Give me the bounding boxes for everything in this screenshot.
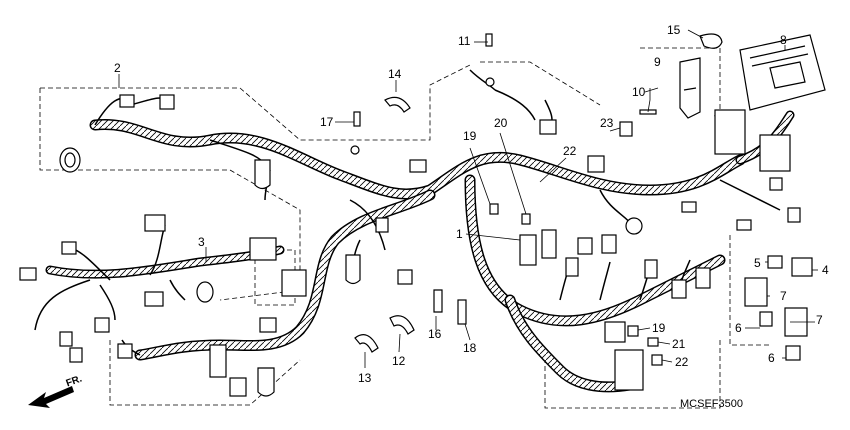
callout-15: 15 — [667, 23, 681, 37]
callout-23: 23 — [600, 116, 614, 130]
callout-13: 13 — [358, 371, 372, 385]
callout-19a: 19 — [463, 129, 477, 143]
callout-20: 20 — [494, 116, 508, 130]
bracket — [679, 57, 701, 119]
front-direction-indicator: FR. — [26, 373, 86, 406]
callout-6b: 6 — [768, 351, 775, 365]
branch-wires — [34, 69, 781, 356]
callout-14: 14 — [388, 67, 402, 81]
front-direction-label: FR. — [64, 373, 84, 390]
callout-12: 12 — [392, 354, 406, 368]
callout-7b: 7 — [816, 313, 823, 327]
callout-10: 10 — [632, 85, 646, 99]
callout-1: 1 — [456, 227, 463, 241]
callout-4: 4 — [822, 263, 829, 277]
cylinders — [59, 147, 643, 397]
callout-22b: 22 — [675, 355, 689, 369]
callout-8: 8 — [780, 33, 787, 47]
callout-6a: 6 — [735, 321, 742, 335]
callout-22a: 22 — [563, 144, 577, 158]
ecu-unit — [739, 34, 826, 111]
callout-5: 5 — [754, 256, 761, 270]
front-arrow-icon — [28, 386, 74, 408]
callout-11: 11 — [458, 34, 471, 48]
harness-trunks — [45, 110, 795, 393]
hardware — [350, 33, 723, 353]
callout-7a: 7 — [780, 289, 787, 303]
relays — [489, 203, 813, 366]
leader-lines — [118, 29, 818, 368]
callout-21: 21 — [672, 337, 686, 351]
connectors — [19, 94, 801, 397]
callout-9: 9 — [654, 55, 661, 69]
callout-3: 3 — [198, 235, 205, 249]
callout-17: 17 — [320, 115, 334, 129]
callout-19b: 19 — [652, 321, 666, 335]
callout-2: 2 — [114, 61, 121, 75]
callout-18: 18 — [463, 341, 477, 355]
callout-16: 16 — [428, 327, 442, 341]
drawing-code: MCSEF3500 — [680, 398, 743, 410]
